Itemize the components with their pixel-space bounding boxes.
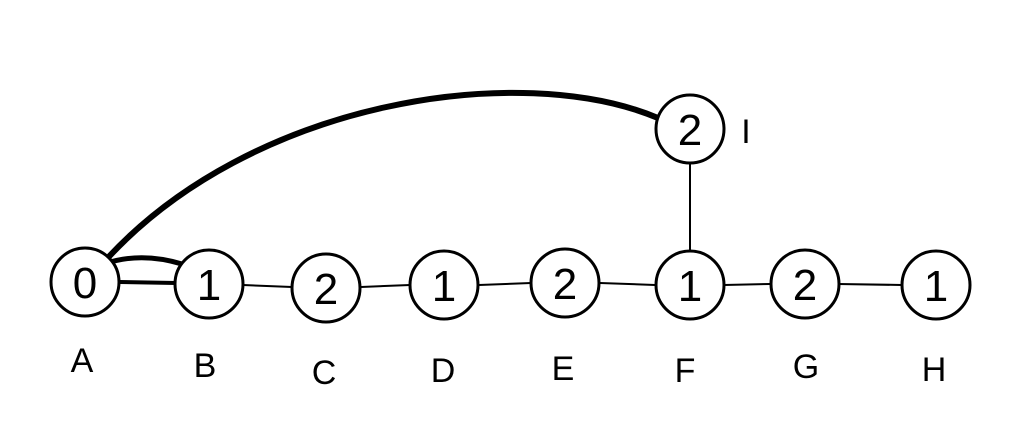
node-E-label: E — [552, 350, 575, 388]
node-A-value: 0 — [73, 259, 97, 308]
node-D-circle — [408, 249, 480, 321]
node-I: 2 I — [654, 93, 751, 165]
edge-A-B-curved — [106, 255, 183, 267]
node-G-label: G — [793, 348, 819, 386]
node-H: 1 H — [900, 249, 972, 389]
node-E: 2 E — [529, 247, 601, 388]
node-F-circle — [654, 249, 726, 321]
node-F-value: 1 — [678, 262, 702, 311]
edge-A-B — [119, 280, 177, 285]
edge-E-F — [599, 282, 656, 286]
node-F-label: F — [675, 352, 696, 390]
node-G-value: 2 — [793, 261, 817, 310]
node-A-label: A — [71, 342, 94, 380]
node-C-circle — [290, 252, 362, 324]
node-A: 0 A — [49, 246, 121, 380]
node-C-label: C — [312, 354, 337, 392]
edge-D-E — [478, 282, 532, 286]
edges — [101, 89, 903, 288]
node-A-circle — [49, 246, 121, 318]
edge-F-G — [723, 283, 771, 286]
node-B-value: 1 — [197, 261, 221, 310]
node-D-value: 1 — [432, 262, 456, 311]
node-D: 1 D — [408, 249, 480, 390]
node-I-value: 2 — [678, 106, 702, 155]
edge-C-D — [360, 284, 411, 288]
node-I-label: I — [741, 113, 750, 151]
node-C-value: 2 — [314, 265, 338, 314]
node-F: 1 F — [654, 249, 726, 390]
node-H-value: 1 — [924, 262, 948, 311]
node-H-circle — [900, 249, 972, 321]
edge-G-H — [837, 283, 903, 286]
node-C: 2 C — [290, 252, 362, 392]
edge-A-I-arc — [101, 89, 660, 265]
node-G-circle — [769, 248, 841, 320]
node-G: 2 G — [769, 248, 841, 386]
node-E-value: 2 — [553, 260, 577, 309]
node-H-label: H — [922, 351, 947, 389]
node-E-circle — [529, 247, 601, 319]
node-I-circle — [654, 93, 726, 165]
node-B-label: B — [194, 347, 217, 385]
node-D-label: D — [431, 352, 456, 390]
node-B-circle — [173, 248, 245, 320]
edge-B-C — [242, 284, 293, 288]
node-B: 1 B — [173, 248, 245, 385]
